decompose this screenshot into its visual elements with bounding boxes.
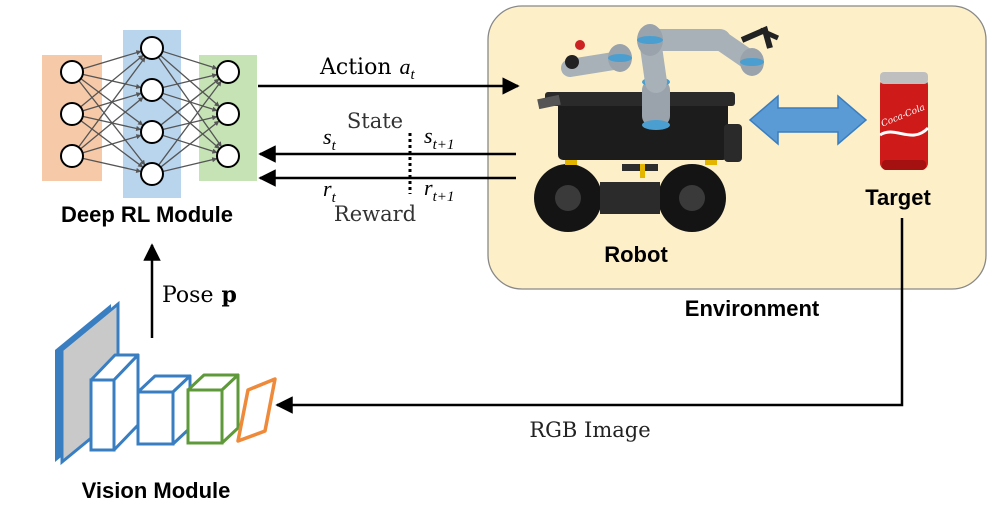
network-edge [80, 54, 144, 108]
input-node [60, 144, 84, 168]
robot-image [534, 24, 780, 232]
neural-network [42, 30, 257, 198]
network-edges [78, 50, 222, 173]
soda-can-image: Coca-Cola [879, 72, 930, 170]
reward-current: rt [323, 176, 337, 206]
network-edge [82, 157, 142, 173]
vision-module-label: Vision Module [82, 478, 231, 503]
state-label: State [347, 109, 403, 133]
reward-next: rt+1 [424, 175, 454, 205]
robot-label: Robot [604, 242, 668, 267]
hidden-node [140, 120, 164, 144]
rgb-image-arrow [275, 218, 904, 414]
network-edge [80, 96, 144, 150]
network-edge [78, 56, 146, 148]
deep-rl-module-label: Deep RL Module [61, 202, 233, 227]
output-node [216, 60, 240, 84]
network-nodes [60, 36, 240, 186]
network-edge [162, 157, 218, 173]
network-edge [158, 80, 222, 166]
network-edge [162, 73, 218, 89]
network-edge [160, 78, 220, 126]
state-current: st [323, 124, 337, 154]
rgb-image-label: RGB Image [529, 418, 650, 442]
input-node [60, 60, 84, 84]
network-edge [82, 134, 142, 154]
hidden-node [140, 78, 164, 102]
state-next: st+1 [424, 123, 454, 153]
environment-label: Environment [685, 296, 820, 321]
output-node [216, 102, 240, 126]
network-edge [162, 50, 218, 70]
vision-cnn [55, 300, 277, 466]
input-node [60, 102, 84, 126]
target-label: Target [865, 185, 931, 210]
output-node [216, 144, 240, 168]
network-edge [82, 50, 142, 70]
reward-label: Reward [334, 202, 416, 226]
network-edge [160, 120, 220, 168]
hidden-node [140, 36, 164, 60]
robot-target-double-arrow [748, 94, 868, 146]
hidden-node [140, 162, 164, 186]
